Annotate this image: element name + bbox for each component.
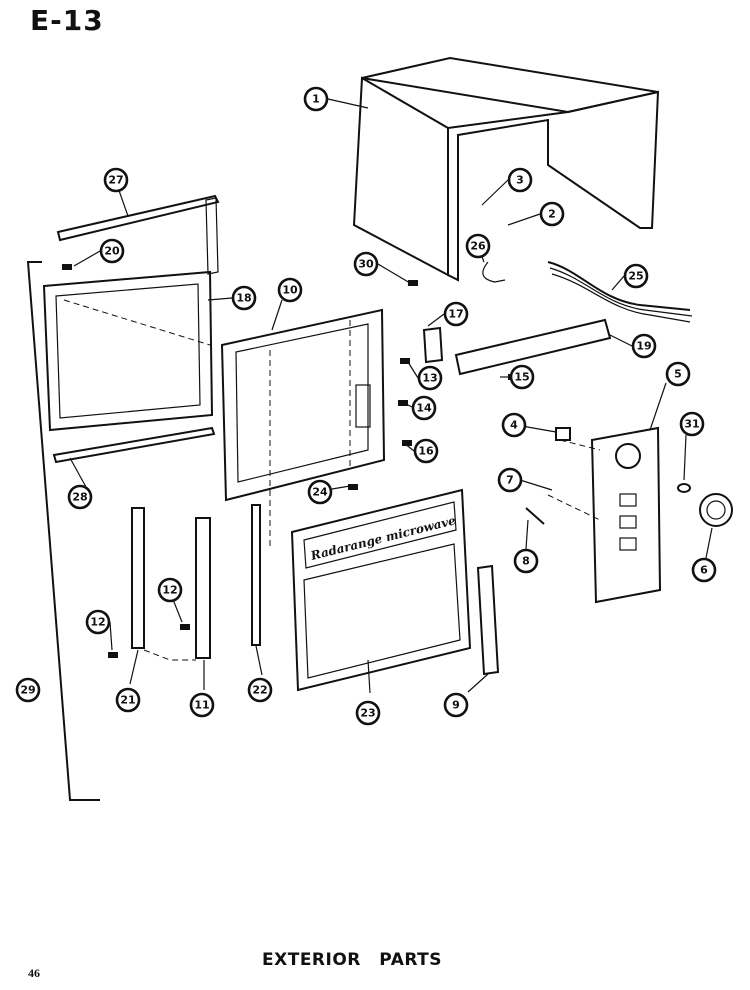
hinge-dash: [143, 649, 196, 661]
callout-3: 3: [507, 167, 533, 193]
timer-knob-inner: [706, 500, 726, 520]
callout-17: 17: [443, 301, 469, 327]
callout-12a: 12: [85, 609, 111, 635]
callout-14: 14: [411, 395, 437, 421]
svg-text:30: 30: [358, 258, 374, 271]
door-side-strip: [476, 564, 500, 676]
inner-door-frame: [220, 308, 386, 550]
control-panel: [547, 426, 662, 604]
svg-text:9: 9: [452, 699, 460, 712]
callout-2: 2: [539, 201, 565, 227]
door-panel: Radarange microwave: [290, 488, 472, 692]
switch-part: [555, 427, 571, 441]
svg-text:6: 6: [700, 564, 708, 577]
svg-text:23: 23: [360, 707, 375, 720]
latch-pin: [525, 507, 545, 525]
callout-19: 19: [631, 333, 657, 359]
svg-text:14: 14: [416, 402, 432, 415]
svg-text:7: 7: [506, 474, 514, 487]
door-script-label: Radarange microwave: [308, 513, 457, 563]
callout-13: 13: [417, 365, 443, 391]
timer-knob: [699, 493, 733, 527]
svg-text:27: 27: [108, 174, 123, 187]
callout-10: 10: [277, 277, 303, 303]
svg-text:5: 5: [674, 368, 682, 381]
callout-30: 30: [353, 251, 379, 277]
callout-22: 22: [247, 677, 273, 703]
svg-text:22: 22: [252, 684, 267, 697]
svg-text:16: 16: [418, 445, 434, 458]
hinge-bar-11: [195, 517, 211, 659]
callout-6: 6: [691, 557, 717, 583]
leader-lines: [69, 98, 713, 694]
callout-31: 31: [679, 411, 705, 437]
svg-text:20: 20: [104, 245, 120, 258]
svg-text:21: 21: [120, 694, 135, 707]
callout-7: 7: [497, 467, 523, 493]
callout-4: 4: [501, 412, 527, 438]
callout-8: 8: [513, 548, 539, 574]
svg-text:4: 4: [510, 419, 518, 432]
svg-text:12: 12: [90, 616, 105, 629]
callout-24: 24: [307, 479, 333, 505]
callout-28: 28: [67, 484, 93, 510]
svg-text:28: 28: [72, 491, 87, 504]
hinge-bar-21: [131, 507, 145, 649]
svg-text:24: 24: [312, 486, 328, 499]
top-trim-strip: [56, 194, 220, 275]
svg-text:12: 12: [162, 584, 177, 597]
left-side-trim: [26, 261, 100, 801]
svg-text:13: 13: [422, 372, 437, 385]
svg-text:15: 15: [514, 371, 529, 384]
callout-15: 15: [509, 364, 535, 390]
svg-text:26: 26: [470, 240, 486, 253]
svg-text:19: 19: [636, 340, 651, 353]
callout-27: 27: [103, 167, 129, 193]
callout-12b: 12: [157, 577, 183, 603]
section-title: EXTERIOR PARTS: [262, 950, 443, 970]
svg-text:11: 11: [194, 699, 209, 712]
svg-text:10: 10: [282, 284, 298, 297]
knob-clip: [677, 483, 691, 493]
svg-text:29: 29: [20, 684, 35, 697]
bottom-trim-strip: [52, 426, 216, 464]
callout-21: 21: [115, 687, 141, 713]
svg-text:25: 25: [628, 270, 643, 283]
svg-text:31: 31: [684, 418, 699, 431]
callout-9: 9: [443, 692, 469, 718]
svg-text:3: 3: [516, 174, 524, 187]
door-window-frame: [42, 270, 214, 432]
callout-5: 5: [665, 361, 691, 387]
callout-18: 18: [231, 285, 257, 311]
outer-cabinet: [352, 56, 660, 282]
callout-23: 23: [355, 700, 381, 726]
power-cord: [547, 261, 693, 323]
svg-text:2: 2: [548, 208, 556, 221]
mounting-bracket: [422, 318, 612, 376]
svg-text:8: 8: [522, 555, 530, 568]
callout-11: 11: [189, 692, 215, 718]
callout-20: 20: [99, 238, 125, 264]
svg-text:17: 17: [448, 308, 463, 321]
page-number: 46: [28, 966, 40, 980]
page-code: E-13: [30, 4, 104, 37]
callout-29: 29: [15, 677, 41, 703]
callout-25: 25: [623, 263, 649, 289]
wire-harness: [482, 261, 506, 283]
latch-strip-22: [251, 504, 261, 646]
svg-text:1: 1: [312, 93, 320, 106]
callout-16: 16: [413, 438, 439, 464]
svg-text:18: 18: [236, 292, 251, 305]
callout-26: 26: [465, 233, 491, 259]
callout-1: 1: [303, 86, 329, 112]
